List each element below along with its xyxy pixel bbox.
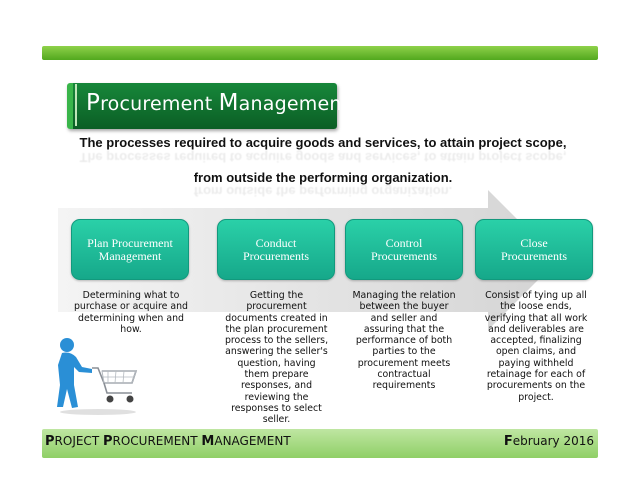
step-label-line-1: Plan Procurement bbox=[87, 235, 173, 250]
step-description-plan: Determining what to purchase or acquire … bbox=[73, 290, 188, 335]
step-label-line-1: Control bbox=[385, 235, 423, 250]
step-label: Control Procurements bbox=[371, 235, 437, 263]
footer-initial-1: P bbox=[45, 434, 55, 449]
step-control-procurements: Control Procurements bbox=[345, 219, 463, 280]
step-description-conduct: Getting the procurement documents create… bbox=[224, 290, 329, 426]
footer-date: February 2016 bbox=[504, 434, 594, 449]
step-label-line-2: Procurements bbox=[501, 248, 567, 263]
footer-title: PROJECT PROCUREMENT MANAGEMENT bbox=[45, 434, 291, 449]
title-initial-m: M bbox=[218, 90, 239, 116]
subtitle-line-1: The processes required to acquire goods … bbox=[79, 135, 567, 150]
step-label-line-1: Conduct bbox=[255, 235, 297, 250]
step-conduct-procurements: Conduct Procurements bbox=[217, 219, 335, 280]
footer-word-2: ROCUREMENT bbox=[112, 434, 202, 448]
step-label-line-1: Close bbox=[520, 235, 548, 250]
step-label: Conduct Procurements bbox=[243, 235, 309, 263]
title-part-1: rocurement bbox=[100, 93, 219, 115]
top-decor-band bbox=[42, 46, 598, 60]
step-description-control: Managing the relation between the buyer … bbox=[352, 290, 456, 392]
subtitle-line-2: from outside the performing organization… bbox=[193, 170, 453, 185]
step-label-line-2: Management bbox=[98, 248, 162, 263]
step-label: Close Procurements bbox=[501, 235, 567, 263]
title-box bbox=[67, 83, 337, 129]
person-pushing-shopping-cart-icon bbox=[57, 338, 138, 415]
footer-date-rest: ebruary 2016 bbox=[512, 434, 594, 448]
step-label-line-2: Procurements bbox=[371, 248, 437, 263]
title-divider bbox=[75, 84, 77, 126]
footer-date-initial: F bbox=[503, 434, 513, 449]
page-title: Procurement Management bbox=[86, 90, 349, 116]
step-description-close: Consist of tying up all the loose ends, … bbox=[484, 290, 588, 403]
step-label-line-2: Procurements bbox=[243, 248, 309, 263]
footer-initial-2: P bbox=[102, 434, 113, 449]
footer-word-3: ANAGEMENT bbox=[214, 434, 291, 448]
title-part-2: anagement bbox=[238, 93, 350, 115]
title-initial-p: P bbox=[86, 90, 101, 116]
step-plan-procurement: Plan Procurement Management bbox=[71, 219, 189, 280]
step-label: Plan Procurement Management bbox=[87, 235, 173, 263]
footer-initial-3: M bbox=[201, 434, 215, 449]
step-close-procurements: Close Procurements bbox=[475, 219, 593, 280]
footer-word-1: ROJECT bbox=[54, 434, 103, 448]
subtitle-reflection-line-1: The processes required to acquire goods … bbox=[79, 150, 567, 165]
footer-band bbox=[42, 429, 598, 458]
